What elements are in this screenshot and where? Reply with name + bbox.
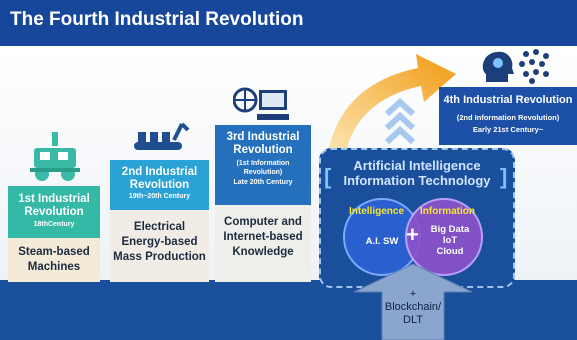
step2-title-1: 2nd Industrial bbox=[121, 166, 198, 178]
step1-title-1: 1st Industrial bbox=[18, 193, 90, 205]
blockchain-arrow-icon bbox=[353, 263, 473, 340]
information-body: Big Data IoT Cloud bbox=[420, 224, 480, 257]
step1-title-2: Revolution bbox=[24, 206, 84, 218]
step2-body: Electrical Energy-based Mass Production bbox=[110, 210, 209, 282]
conveyor-robot-icon bbox=[134, 122, 190, 150]
page-title: The Fourth Industrial Revolution bbox=[10, 9, 304, 30]
step3-desc-3: Knowledge bbox=[232, 246, 294, 258]
step3-sub-2: Revolution) bbox=[243, 169, 283, 176]
step3-sub-1: (1st Information bbox=[236, 160, 290, 167]
step2-desc-2: Energy-based bbox=[121, 236, 198, 248]
step3-body: Computer and Internet-based Knowledge bbox=[215, 205, 311, 282]
ai-title-2: Information Technology bbox=[343, 173, 491, 188]
step1-century: 18thCentury bbox=[33, 221, 75, 228]
blockchain-line1: Blockchain/ bbox=[384, 301, 442, 313]
step2-header: 2nd Industrial Revolution 19th~20th Cent… bbox=[110, 160, 209, 210]
step1-desc-2: Machines bbox=[27, 261, 81, 273]
steam-engine-icon bbox=[30, 132, 80, 181]
header-bar bbox=[0, 0, 577, 46]
ai-title-1: Artificial Intelligence bbox=[353, 158, 481, 173]
step2-century: 19th~20th Century bbox=[128, 193, 191, 200]
step1-body: Steam-based Machines bbox=[8, 238, 100, 282]
intelligence-label: Intelligence bbox=[349, 206, 405, 217]
intelligence-body: A.I. SW bbox=[365, 236, 399, 247]
step3-desc-1: Computer and bbox=[224, 216, 302, 228]
step3-century: Late 20th Century bbox=[233, 179, 293, 186]
step4-header: 4th Industrial Revolution (2nd Informati… bbox=[439, 87, 577, 145]
step3-desc-2: Internet-based bbox=[223, 231, 303, 243]
information-body-3: Cloud bbox=[436, 246, 464, 257]
step4-century: Early 21st Century~ bbox=[472, 125, 544, 134]
step4-title: 4th Industrial Revolution bbox=[443, 94, 573, 106]
plus-sign: + bbox=[406, 222, 419, 247]
step3-title-1: 3rd Industrial bbox=[226, 131, 300, 143]
chevron-up-icon bbox=[384, 97, 416, 145]
step4-sub: (2nd Information Revolution) bbox=[456, 113, 560, 122]
blockchain-label: + Blockchain/ DLT bbox=[382, 288, 444, 327]
information-label: Information bbox=[420, 206, 475, 217]
ai-head-network-icon bbox=[482, 49, 549, 84]
step2-desc-1: Electrical bbox=[133, 221, 186, 233]
blockchain-plus: + bbox=[409, 288, 417, 300]
step3-title-2: Revolution bbox=[233, 144, 293, 156]
information-body-1: Big Data bbox=[430, 224, 470, 235]
step1-desc-1: Steam-based bbox=[18, 246, 90, 258]
left-bracket-icon: [ bbox=[324, 164, 332, 189]
step2-title-2: Revolution bbox=[129, 179, 190, 191]
curved-arrow-icon bbox=[328, 54, 456, 152]
computer-globe-icon bbox=[233, 87, 289, 120]
step1-header: 1st Industrial Revolution 18thCentury bbox=[8, 186, 100, 238]
step3-header: 3rd Industrial Revolution (1st Informati… bbox=[215, 125, 311, 205]
bottom-band bbox=[0, 280, 577, 340]
ai-title: Artificial Intelligence Information Tech… bbox=[319, 158, 515, 188]
information-body-2: IoT bbox=[442, 235, 458, 246]
information-circle bbox=[405, 198, 483, 276]
step2-desc-3: Mass Production bbox=[113, 251, 206, 263]
right-bracket-icon: ] bbox=[500, 164, 508, 189]
blockchain-line2: DLT bbox=[403, 314, 423, 326]
